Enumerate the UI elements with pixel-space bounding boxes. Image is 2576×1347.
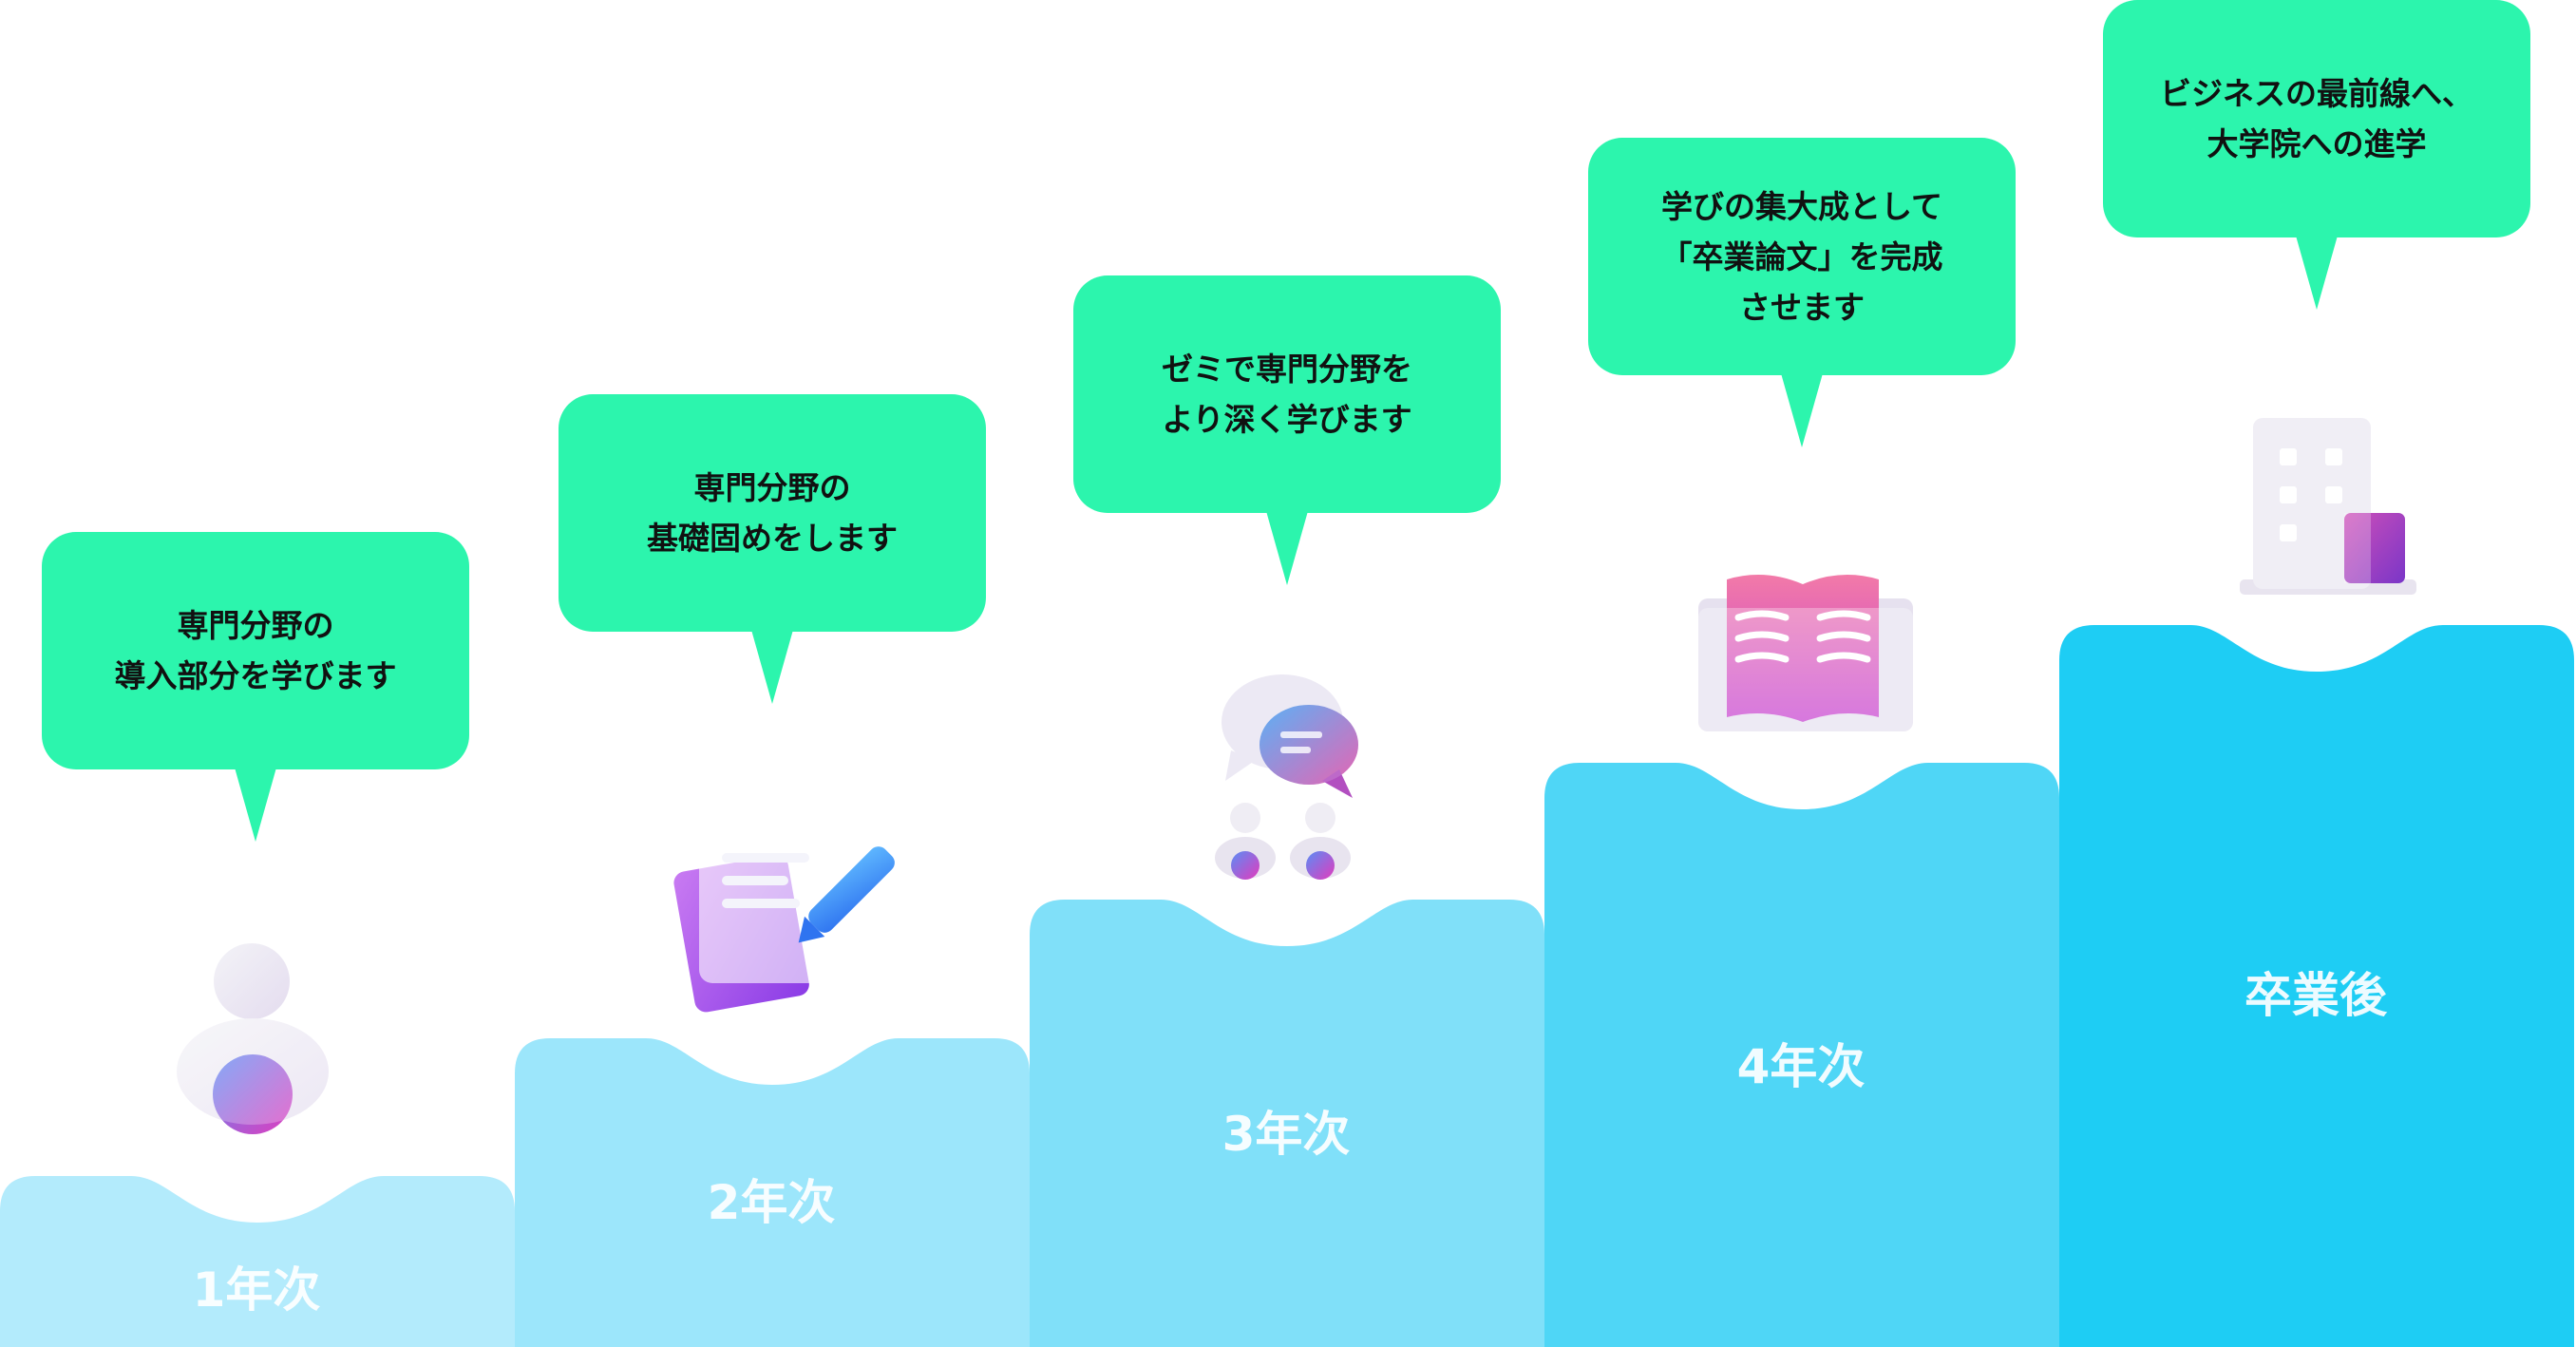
bubble-step-2: 専門分野の 基礎固めをします <box>559 394 986 704</box>
step-label-year-4: 4年次 <box>1736 1039 1866 1094</box>
step-2-block <box>515 1038 1030 1347</box>
bubble-text-line: より深く学びます <box>1162 401 1412 438</box>
discussion-group-icon <box>1215 674 1358 880</box>
step-label-after-graduation: 卒業後 <box>2245 968 2387 1023</box>
person-icon <box>177 943 329 1134</box>
bubble-text-line: 導入部分を学びます <box>114 657 397 694</box>
bubble-text-line: ゼミで専門分野を <box>1162 351 1412 388</box>
bubble-step-1: 専門分野の 導入部分を学びます <box>42 532 469 842</box>
step-label-year-2: 2年次 <box>707 1175 836 1230</box>
step-label-year-1: 1年次 <box>192 1262 321 1318</box>
bubble-text-line: させます <box>1739 288 1865 326</box>
open-book-icon <box>1698 575 1913 731</box>
step-1-block <box>0 1176 515 1347</box>
bubble-step-4: 学びの集大成として 「卒業論文」を完成 させます <box>1588 138 2016 447</box>
bubble-text-line: 学びの集大成として <box>1660 187 1942 225</box>
step-3-block <box>1030 900 1544 1347</box>
bubble-text-line: ビジネスの最前線へ、 <box>2160 75 2473 112</box>
bubble-text-line: 専門分野の <box>177 607 334 644</box>
bubble-text-line: 「卒業論文」を完成 <box>1660 237 1943 275</box>
step-5-block <box>2059 625 2574 1347</box>
office-building-icon <box>2240 418 2416 595</box>
step-label-year-3: 3年次 <box>1222 1107 1351 1162</box>
bubble-text-line: 専門分野の <box>693 469 851 506</box>
bubble-step-5: ビジネスの最前線へ、 大学院への進学 <box>2103 0 2530 310</box>
bubble-text-line: 大学院への進学 <box>2207 125 2427 162</box>
bubble-text-line: 基礎固めをします <box>647 520 898 557</box>
notebook-pencil-icon <box>673 831 895 1013</box>
step-4-block <box>1544 763 2059 1347</box>
bubble-step-3: ゼミで専門分野を より深く学びます <box>1073 275 1501 585</box>
